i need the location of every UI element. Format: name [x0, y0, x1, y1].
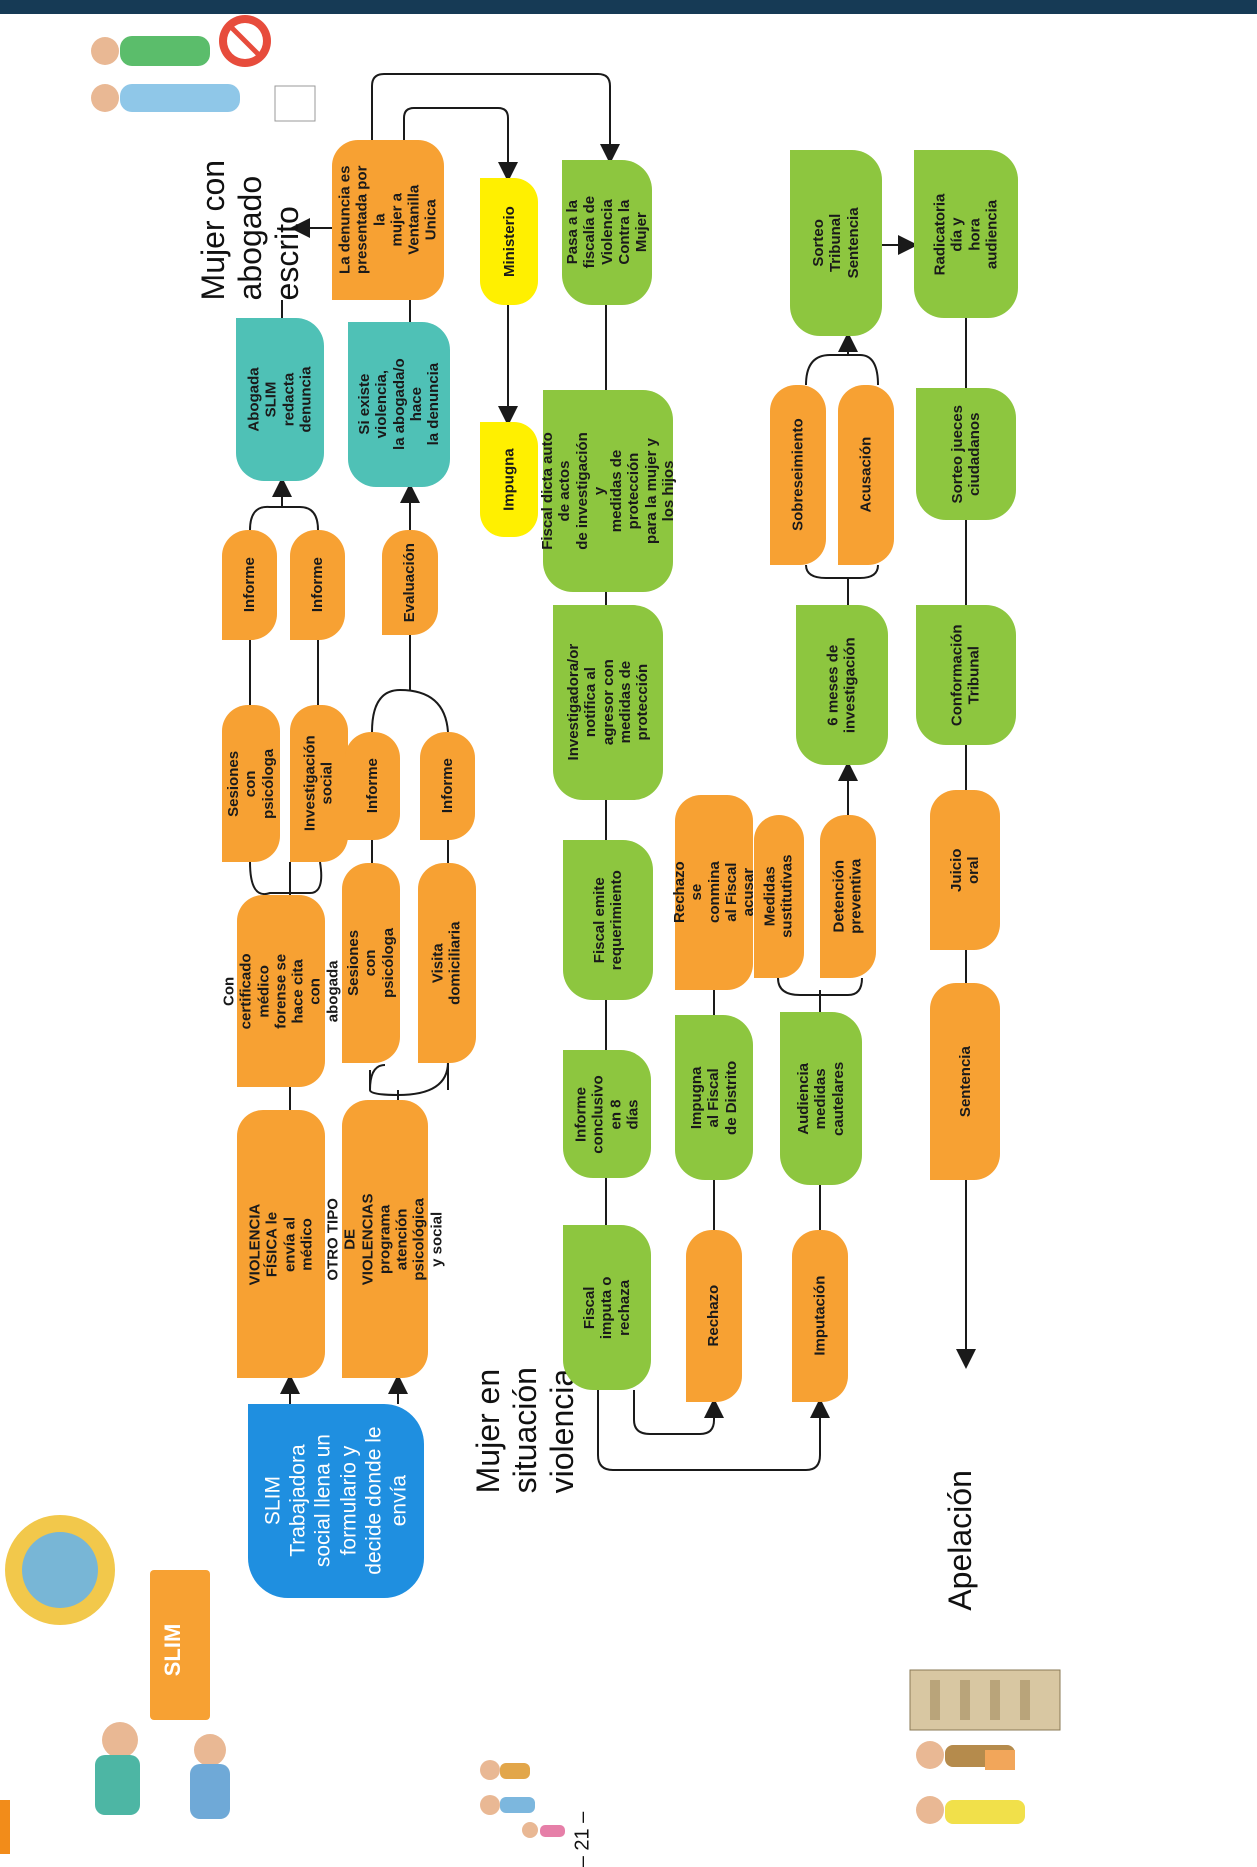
evaluacion-node: Evaluación: [382, 530, 438, 635]
informe-2-node: Informe: [290, 530, 345, 640]
fiscal-emite-node: Fiscal emite requerimiento: [563, 840, 653, 1000]
fiscal-dicta-node: Fiscal dicta auto de actos de investigac…: [543, 390, 673, 592]
informe-3-node: Informe: [345, 732, 400, 840]
acusacion-node: Acusación: [838, 385, 894, 565]
abogada-slim-node: Abogada SLIM redacta denuncia: [236, 318, 324, 481]
edge-audiencia-split: [778, 978, 862, 1012]
visita-domiciliaria-node: Visita domiciliaria: [418, 863, 476, 1063]
person-head-icon: [480, 1760, 500, 1780]
sorteo-jueces-node: Sorteo jueces ciudadanos: [916, 388, 1016, 520]
conformacion-tribunal-node: Conformación Tribunal: [916, 605, 1016, 745]
document-icon: [275, 86, 315, 121]
sesiones-psicologa-node: Sesiones con psicóloga: [222, 705, 280, 862]
edge-acusacion-merge: [806, 355, 878, 385]
radicatoria-node: Radicatoria día y hora audiencia: [914, 150, 1018, 318]
edge-seis-split: [806, 565, 878, 605]
ministerio-node: Ministerio: [480, 178, 538, 305]
svg-text:SLIM: SLIM: [160, 1624, 185, 1677]
slim-node: SLIM Trabajadora social llena un formula…: [248, 1404, 424, 1598]
edge-split-sesiones-invest: [250, 862, 321, 894]
family-at-courthouse-illustration: [890, 1660, 1100, 1850]
violencia-fisica-node: VIOLENCIA FÍSICA le envía al médico: [237, 1110, 325, 1378]
fiscal-imputa-node: Fiscal imputa o rechaza: [563, 1225, 651, 1390]
investigacion-social-node: Investigación social: [290, 705, 348, 862]
people-at-slim-desk-illustration: SLIM: [0, 1500, 250, 1830]
mujer-con-abogado-label: Mujer con abogado escrito: [175, 155, 325, 305]
certificado-node: Con certificado médico forense se hace c…: [237, 895, 325, 1087]
juicio-oral-node: Juicio oral: [930, 790, 1000, 950]
medidas-sustitutivas-node: Medidas sustitutivas: [754, 815, 804, 978]
sorteo-tribunal-node: Sorteo Tribunal Sentencia: [790, 150, 882, 336]
detencion-preventiva-node: Detención preventiva: [820, 815, 876, 978]
imputacion-node: Imputación: [792, 1230, 848, 1402]
impugna-fiscal-node: Impugna al Fiscal de Distrito: [675, 1015, 753, 1180]
informe-conclusivo-node: Informe conclusivo en 8 días: [563, 1050, 651, 1178]
edge-informes-merge: [250, 507, 318, 530]
audiencia-node: Audiencia medidas cautelares: [780, 1012, 862, 1185]
edge-imputa-imputacion: [598, 1390, 820, 1470]
sentencia-node: Sentencia: [930, 983, 1000, 1180]
sobreseimiento-node: Sobreseimiento: [770, 385, 826, 565]
rechazo-conmina-node: Rechazo se conmina al Fiscal acusar: [675, 795, 753, 990]
sesiones-psicologa-2-node: Sesiones con psicóloga: [342, 863, 400, 1063]
woman-and-man-arguing-illustration: [60, 6, 340, 136]
person-head-icon: [91, 37, 119, 65]
impugna-node: Impugna: [480, 422, 538, 537]
apelacion-label: Apelación: [920, 1440, 1000, 1640]
denuncia-presentada-node: La denuncia es presentada por la mujer a…: [332, 140, 444, 300]
si-existe-node: Si existe violencia, la abogada/o hace l…: [348, 322, 450, 487]
seis-meses-node: 6 meses de investigación: [796, 605, 888, 765]
edge-otro-branches: [370, 1062, 448, 1095]
informe-1-node: Informe: [222, 530, 277, 640]
rechazo-node: Rechazo: [686, 1230, 742, 1402]
investigador-notifica-node: Investigadora/or notifica al agresor con…: [553, 605, 663, 800]
person-head-icon: [102, 1722, 138, 1758]
page-number: – 21 –: [555, 1828, 611, 1851]
edge-informes2-merge: [372, 690, 448, 732]
pasa-fiscalia-node: Pasa a la fiscalía de Violencia Contra l…: [562, 160, 652, 305]
otro-tipo-node: OTRO TIPO DE VIOLENCIAS programa atenció…: [342, 1100, 428, 1378]
person-head-icon: [916, 1741, 944, 1769]
document-icon: [985, 1750, 1015, 1770]
informe-4-node: Informe: [420, 732, 475, 840]
